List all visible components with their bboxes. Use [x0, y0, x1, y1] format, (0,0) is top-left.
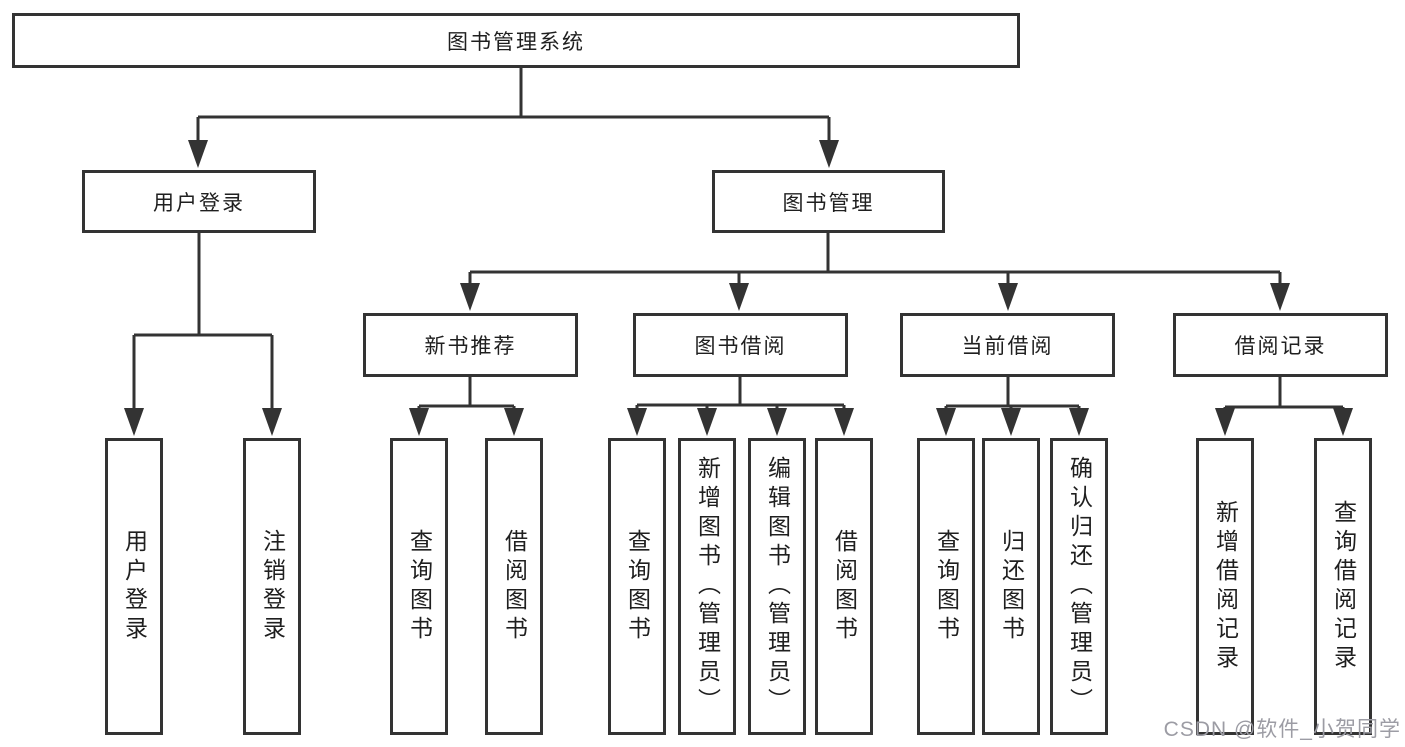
leaf-borrow-books: 借阅图书 [815, 438, 873, 735]
csdn-watermark: CSDN @软件_小贺同学 [1163, 718, 1401, 741]
node-label: 当前借阅 [961, 335, 1054, 358]
leaf-add-borrow-record: 新增借阅记录 [1196, 438, 1254, 735]
node-book-borrowing: 图书借阅 [633, 313, 848, 377]
leaf-label: 查询图书 [624, 528, 651, 645]
leaf-label: 确认归还（管理员） [1066, 456, 1093, 717]
node-current-borrowing: 当前借阅 [900, 313, 1115, 377]
leaf-logout: 注销登录 [243, 438, 301, 735]
node-borrowing-records: 借阅记录 [1173, 313, 1388, 377]
leaf-return-books: 归还图书 [982, 438, 1040, 735]
leaf-borrow-books-recommend: 借阅图书 [485, 438, 543, 735]
leaf-query-books-recommend: 查询图书 [390, 438, 448, 735]
node-new-book-recommend: 新书推荐 [363, 313, 578, 377]
node-label: 图书管理系统 [447, 30, 585, 54]
leaf-confirm-return-admin: 确认归还（管理员） [1050, 438, 1108, 735]
leaf-label: 借阅图书 [501, 528, 528, 645]
leaf-label: 归还图书 [998, 528, 1025, 645]
node-library-system: 图书管理系统 [12, 13, 1020, 68]
leaf-query-books-current: 查询图书 [917, 438, 975, 735]
leaf-add-books-admin: 新增图书（管理员） [678, 438, 736, 735]
leaf-label: 查询借阅记录 [1330, 499, 1357, 674]
leaf-label: 注销登录 [259, 528, 286, 645]
node-label: 新书推荐 [424, 335, 517, 358]
node-label: 用户登录 [153, 191, 245, 215]
leaf-label: 查询图书 [933, 528, 960, 645]
leaf-label: 新增借阅记录 [1212, 499, 1239, 674]
node-label: 图书借阅 [694, 335, 787, 358]
leaf-label: 新增图书（管理员） [694, 456, 721, 717]
leaf-label: 用户登录 [121, 528, 148, 645]
node-user-login: 用户登录 [82, 170, 316, 233]
leaf-user-login: 用户登录 [105, 438, 163, 735]
leaf-label: 查询图书 [406, 528, 433, 645]
leaf-query-books-borrow: 查询图书 [608, 438, 666, 735]
leaf-edit-books-admin: 编辑图书（管理员） [748, 438, 806, 735]
leaf-label: 编辑图书（管理员） [764, 456, 791, 717]
leaf-query-borrow-record: 查询借阅记录 [1314, 438, 1372, 735]
node-label: 借阅记录 [1234, 335, 1327, 358]
node-book-management: 图书管理 [712, 170, 945, 233]
node-label: 图书管理 [782, 191, 875, 215]
leaf-label: 借阅图书 [831, 528, 858, 645]
